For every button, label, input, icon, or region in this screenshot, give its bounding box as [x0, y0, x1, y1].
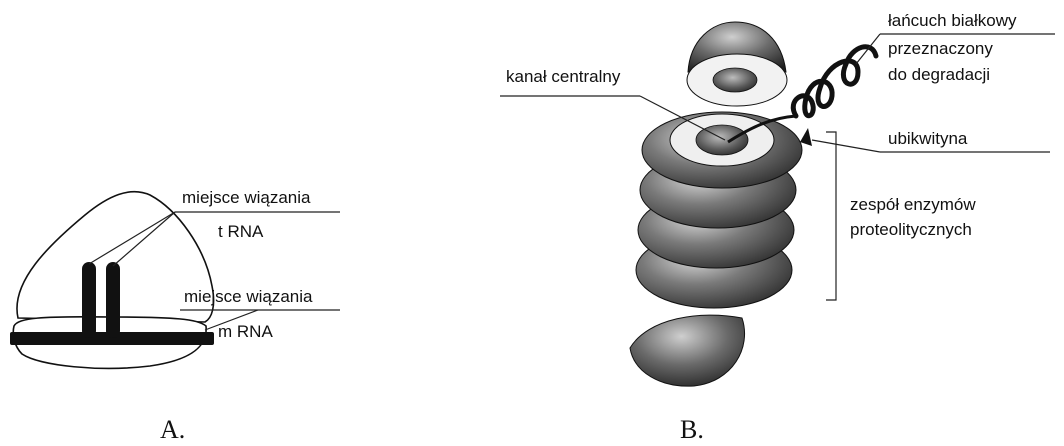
- label-enzyme-complex-line1: zespół enzymów: [850, 195, 976, 214]
- label-mrna-site-line1: miejsce wiązania: [184, 287, 313, 306]
- enzyme-complex-bracket: [826, 132, 836, 300]
- panel-b-proteasome: kanał centralny łańcuch białkowy przezna…: [500, 11, 1055, 444]
- label-ubiquitin: ubikwityna: [888, 129, 968, 148]
- proteasome-ring-1: [642, 112, 802, 188]
- caption-a: A.: [160, 415, 185, 444]
- label-mrna-site-line2: m RNA: [218, 322, 273, 341]
- label-trna-site-line1: miejsce wiązania: [182, 188, 311, 207]
- protein-chain-squiggle: [793, 47, 876, 116]
- ubiquitin-leader: [812, 140, 880, 152]
- label-central-channel: kanał centralny: [506, 67, 621, 86]
- label-enzyme-complex-line2: proteolitycznych: [850, 220, 972, 239]
- label-protein-chain-line1: łańcuch białkowy: [888, 11, 1017, 30]
- ubiquitin-tag: [800, 128, 812, 146]
- label-trna-site-line2: t RNA: [218, 222, 264, 241]
- label-protein-chain-line3: do degradacji: [888, 65, 990, 84]
- trna-site-left: [82, 262, 96, 338]
- panel-a-ribosome: miejsce wiązania t RNA miejsce wiązania …: [10, 188, 340, 444]
- label-protein-chain-line2: przeznaczony: [888, 39, 993, 58]
- caption-b: B.: [680, 415, 704, 444]
- trna-site-right: [106, 262, 120, 338]
- proteasome-bottom-cap: [630, 315, 745, 386]
- proteasome-top-cap: [687, 22, 787, 106]
